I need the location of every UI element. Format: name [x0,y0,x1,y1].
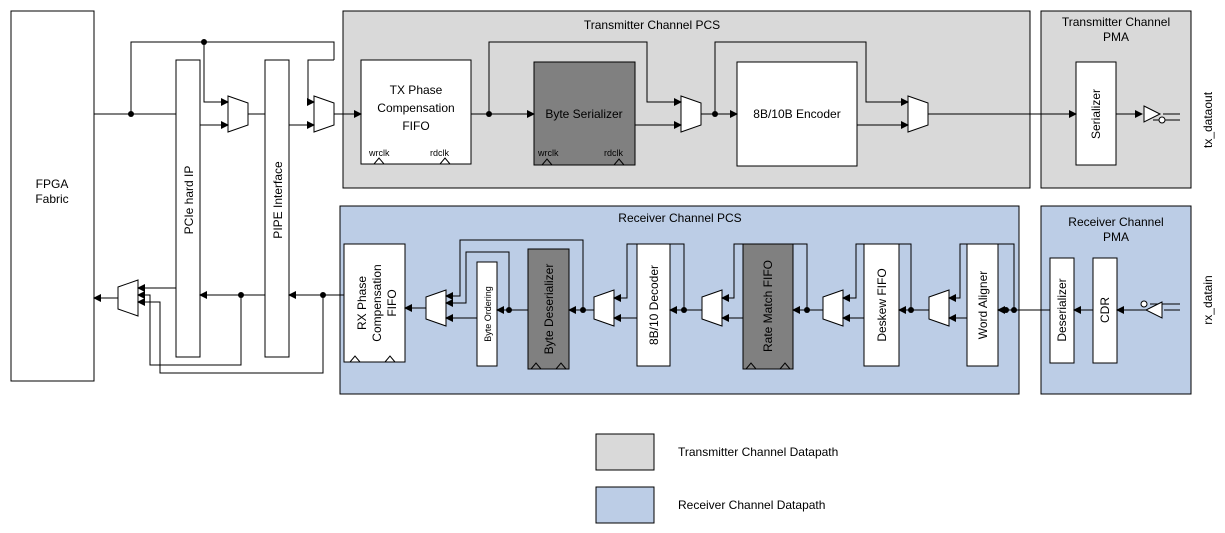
tx-wires [94,41,1180,129]
byte-serializer-wrclk: wrclk [537,148,559,158]
rx-junction-dots [238,292,1017,313]
rx-wires [93,239,1180,374]
rate-match-clk-marker-1 [745,362,757,370]
byte-deserializer-clk-marker-1 [530,362,542,370]
rx-pma-title-line1: Receiver Channel [1068,215,1163,229]
byte-ordering-label: Byte Ordering [483,286,493,342]
tx-fifo-rdclk-marker [439,157,451,165]
tx-phase-fifo-line3: FIFO [402,119,429,133]
pcie-hard-ip-block [175,59,201,358]
rx-fifo-clk-marker-1 [349,355,361,363]
deskew-fifo-block [863,243,900,367]
byte-deserializer-block [527,248,570,370]
pipe-interface-block [264,59,290,358]
rx-pma-title-line2: PMA [1103,230,1129,244]
pcie-label: PCIe hard IP [182,166,196,235]
byte-serializer-block [533,61,636,166]
rx-phase-fifo-block [343,243,406,363]
tx-mux-3 [680,95,702,133]
tx-dataout-label: tx_dataout [1201,91,1215,148]
rx-phase-fifo-line1: RX Phase [355,276,369,330]
fpga-fabric-block [10,10,95,382]
rx-mux-fabric [117,279,139,317]
tx-mux-4 [907,95,929,133]
byte-deserializer-label: Byte Deserializer [542,264,556,355]
tx-junction-dots [128,39,718,117]
tx-fifo-wrclk-marker [373,157,385,165]
decoder-block [636,243,671,367]
rx-datain-label: rx_datain [1201,275,1215,324]
byte-serializer-label: Byte Serializer [545,107,622,121]
rx-fifo-clk-marker-2 [384,355,396,363]
encoder-block [736,61,858,167]
legend-label-tx: Transmitter Channel Datapath [678,445,838,459]
tx-pma-title-line1: Transmitter Channel [1062,15,1170,29]
rx-phase-fifo-line2: Compensation [370,264,384,341]
tx-fifo-rdclk: rdclk [430,148,450,158]
legend-swatch-tx [595,433,655,471]
byte-serializer-rdclk: rdclk [604,148,624,158]
tx-mux-1 [227,95,249,133]
rate-match-fifo-block [742,243,794,370]
fpga-label-line1: FPGA [36,177,69,191]
serializer-label: Serializer [1089,89,1103,139]
tx-pcs-title: Transmitter Channel PCS [584,18,720,32]
tx-mux-2 [313,95,335,133]
tx-phase-fifo-line2: Compensation [377,101,454,115]
fpga-label-line2: Fabric [35,192,68,206]
byte-serializer-rdclk-marker [613,158,625,166]
rate-match-clk-marker-2 [779,362,791,370]
rx-phase-fifo-line3: FIFO [385,289,399,316]
deserializer-label: Deserializer [1055,278,1069,341]
byte-ordering-block [476,261,498,367]
tx-phase-fifo-block [360,59,472,165]
tx-fifo-wrclk: wrclk [368,148,390,158]
cdr-label: CDR [1098,297,1112,323]
deskew-fifo-label: Deskew FIFO [875,268,889,341]
legend-swatch-rx [595,486,655,524]
tx-phase-fifo-line1: TX Phase [390,83,443,97]
word-aligner-label: Word Aligner [976,271,990,339]
encoder-label: 8B/10B Encoder [753,107,840,121]
rx-pcs-title: Receiver Channel PCS [618,211,741,225]
word-aligner-block [966,243,999,367]
pipe-label: PIPE Interface [271,161,285,239]
tx-pma-title-line2: PMA [1103,30,1129,44]
byte-deserializer-clk-marker-2 [555,362,567,370]
decoder-label: 8B/10 Decoder [647,265,661,345]
legend-label-rx: Receiver Channel Datapath [678,498,825,512]
rate-match-fifo-label: Rate Match FIFO [761,260,775,352]
rx-pcs-region [339,205,1020,395]
deserializer-block [1049,257,1075,364]
byte-serializer-wrclk-marker [541,158,553,166]
